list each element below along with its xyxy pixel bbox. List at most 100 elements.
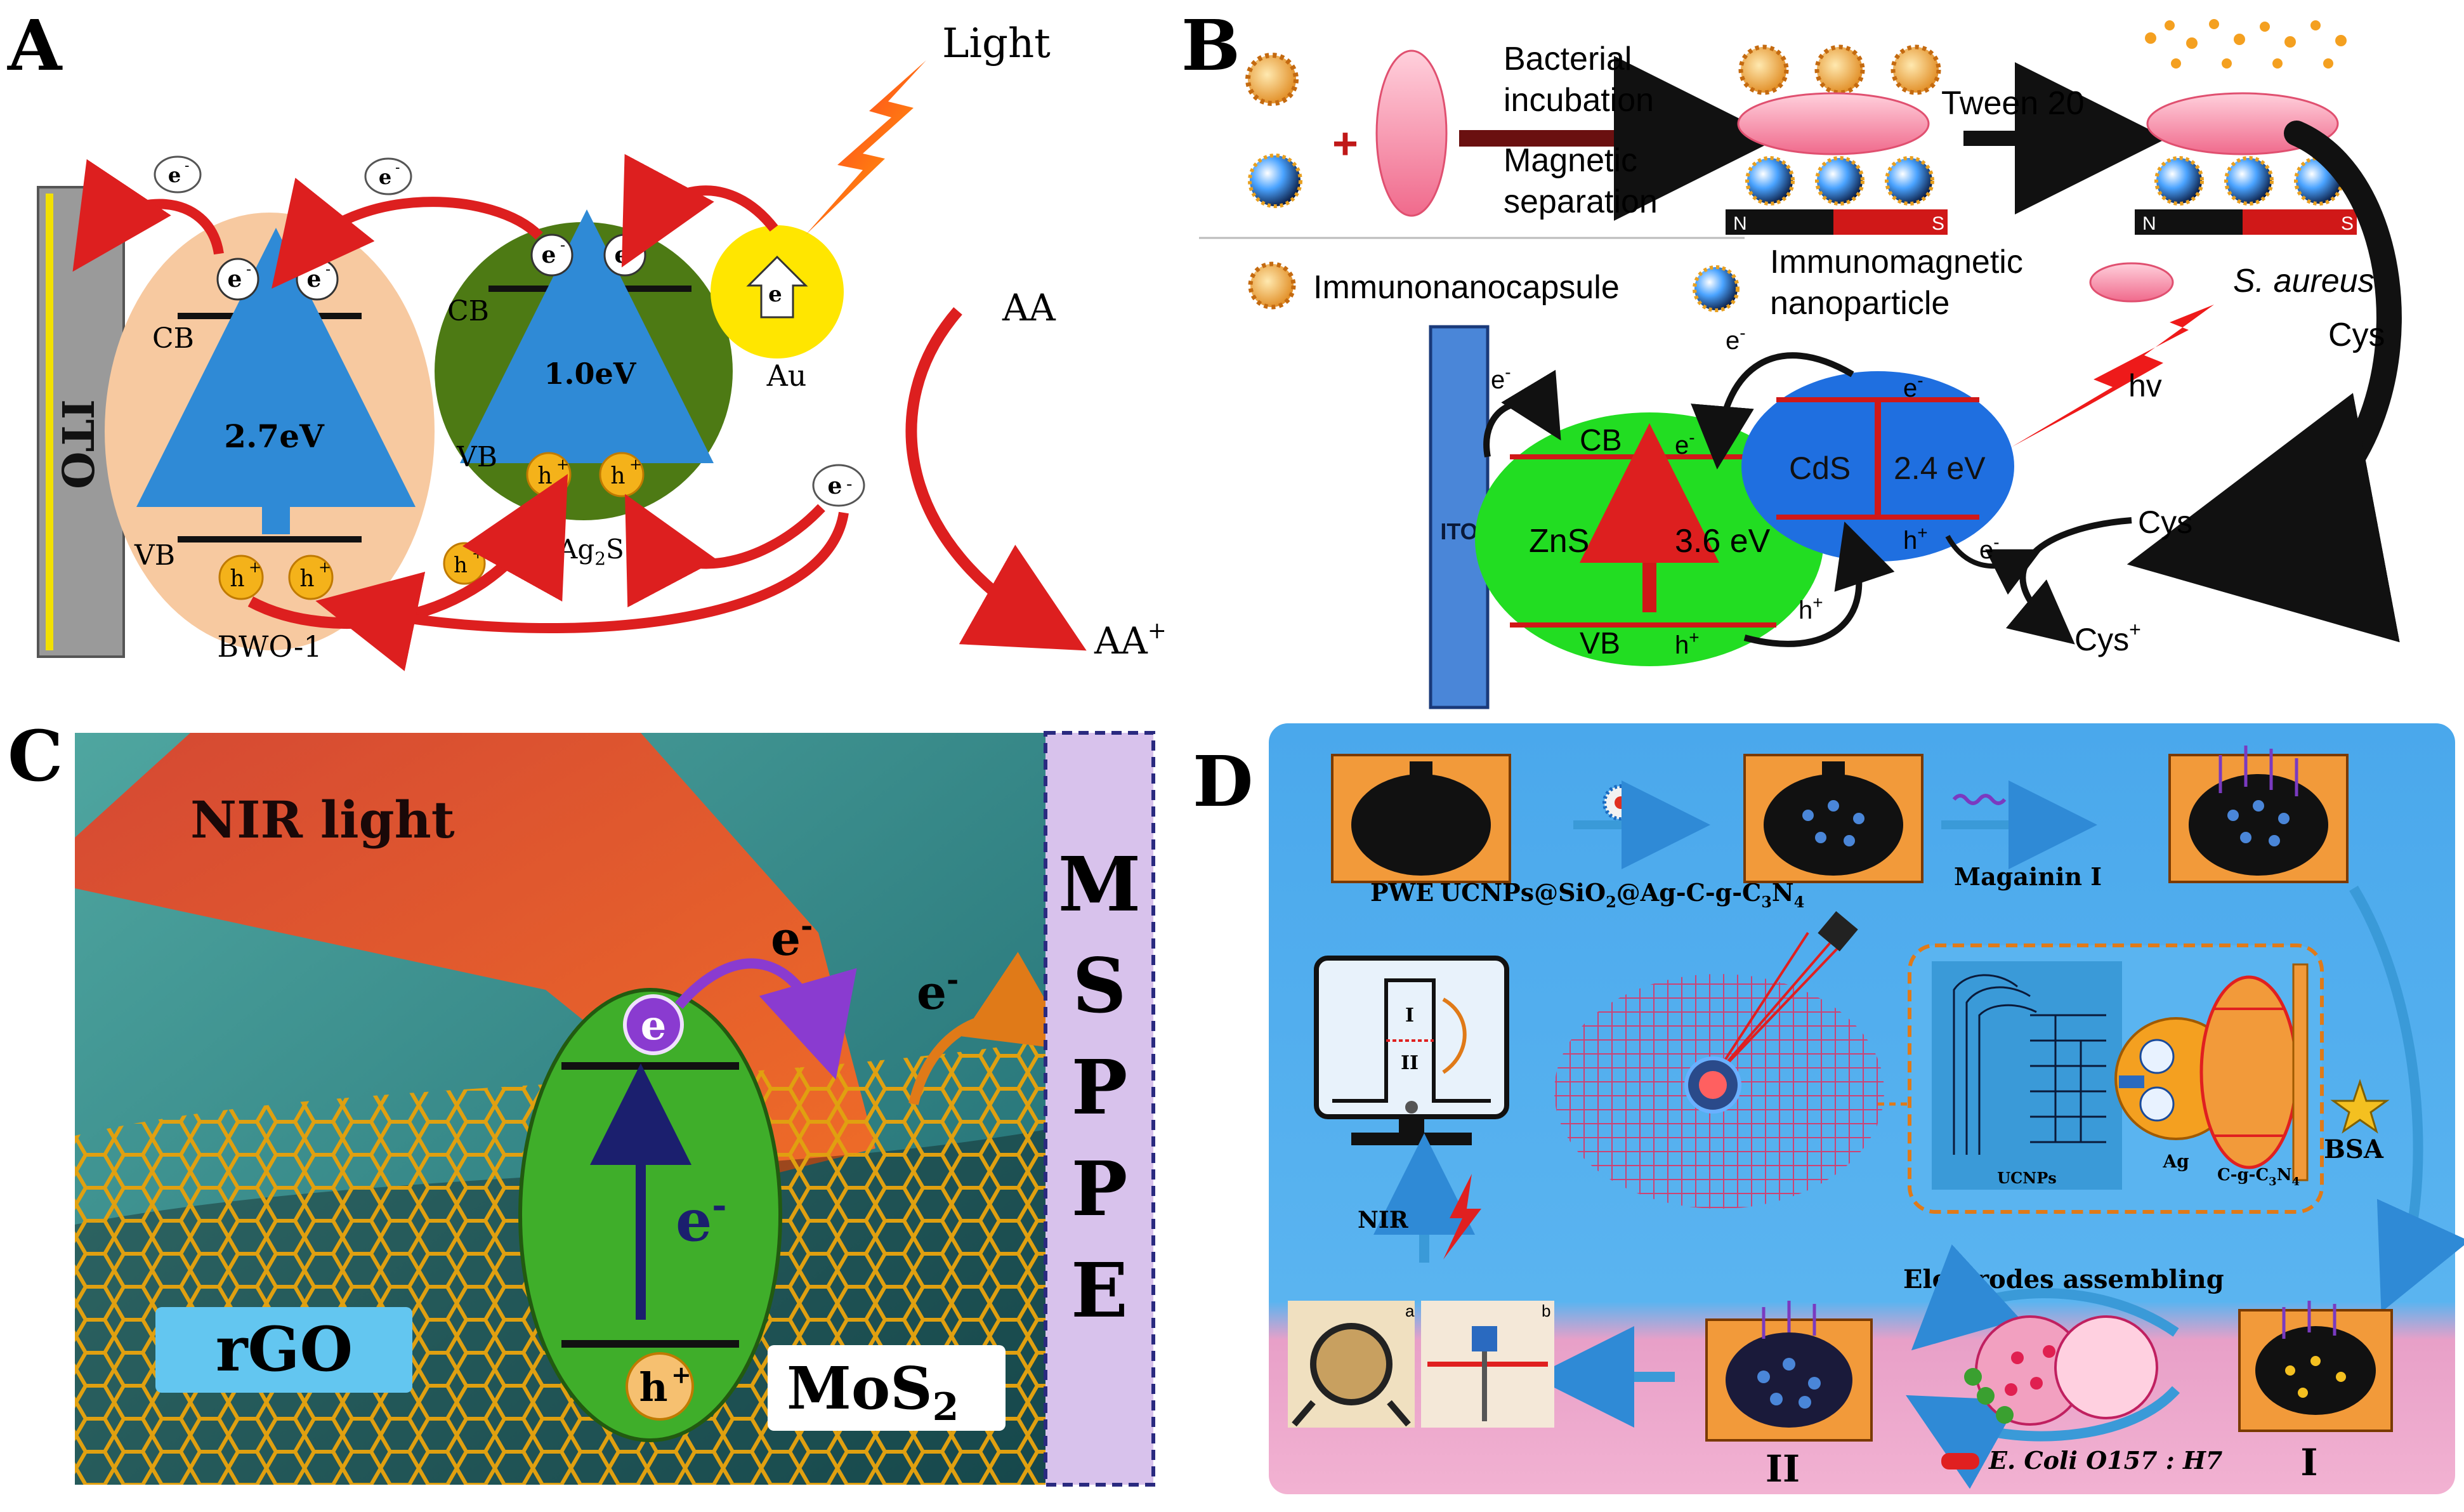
- monitor-state-ii: II: [1401, 1052, 1419, 1074]
- hv-bolt-icon: [2011, 305, 2214, 447]
- magainin-label: Magainin I: [1954, 862, 2102, 891]
- msppe-electrode: [1044, 731, 1155, 1487]
- assembly-arrow: [1906, 1386, 2180, 1489]
- transfer-electron: e -: [364, 157, 412, 195]
- svg-text:e: e: [542, 242, 556, 268]
- electrode-ii-label: II: [1766, 1447, 1800, 1490]
- mos2-vb-hole: h +: [626, 1352, 694, 1421]
- bsa-label: BSA: [2324, 1134, 2384, 1164]
- legend-bacteria-label: S. aureus: [2233, 263, 2375, 299]
- step-bacterial: Bacterial: [1504, 41, 1632, 77]
- device-photo-a: [1288, 1301, 1415, 1428]
- panel-letter: A: [7, 4, 63, 86]
- cys-plus-label: Cys+: [2074, 618, 2141, 657]
- panel-a: A ITO CB VB 2.7eV BWO-1 e - e - h +: [7, 4, 1167, 671]
- bound-complex: N S: [1726, 44, 1948, 235]
- svg-text:e: e: [615, 242, 629, 268]
- light-bolt-icon: [806, 60, 926, 235]
- bwo-vb-hole: h +: [218, 555, 264, 600]
- cgcn-band-structure: [2199, 975, 2298, 1169]
- cds-electron: e-: [1903, 371, 1923, 402]
- nir-bolt-icon: [1443, 1174, 1481, 1259]
- ucnp-energy-diagram: [1932, 961, 2122, 1190]
- nir-light-label: NIR light: [190, 790, 455, 850]
- svg-text:-: -: [395, 160, 400, 176]
- svg-text:e: e: [379, 165, 391, 189]
- rgo-label: rGO: [216, 1313, 353, 1385]
- assembly-arrow: [1911, 1244, 2179, 1351]
- panel-d: D PWE UCNPs@SiO2@Ag-C-g-C3N4 Magainin I: [1193, 723, 2464, 1494]
- electron-transfer-arrow: [1483, 369, 1561, 457]
- laser-beam: [1712, 931, 1854, 1080]
- cds-bandgap-label: 2.4 eV: [1894, 450, 1986, 486]
- svg-text:S: S: [1932, 213, 1944, 234]
- ag2s-bandgap-label: 1.0eV: [544, 357, 637, 391]
- legend-capsule-label: Immunonanocapsule: [1313, 269, 1620, 306]
- peptide-electrode: [2168, 746, 2349, 883]
- cds-label: CdS: [1789, 450, 1851, 486]
- ag2s-vb-label: VB: [456, 441, 497, 473]
- legend-magnetic-label-2: nanoparticle: [1770, 285, 1950, 322]
- bwo-cb-electron: e -: [296, 258, 339, 301]
- electrode-i-label: I: [2300, 1441, 2317, 1484]
- legend-bacteria-icon: [2089, 262, 2174, 303]
- cys-label: Cys: [2138, 504, 2192, 540]
- lspr-tag: [2119, 1075, 2144, 1088]
- ito-label: ITO: [51, 399, 102, 489]
- electron-transfer-arrow: [621, 154, 778, 268]
- ecoli-icon: [1941, 1453, 1979, 1469]
- mos2-cb-electron: e: [623, 994, 684, 1055]
- bwo-vb-hole: h +: [288, 555, 334, 600]
- au-label: Au: [766, 358, 807, 393]
- inset-ucnps-label: UCNPs: [1997, 1169, 2057, 1187]
- bwo-label: BWO-1: [217, 629, 322, 664]
- free-hole: h +: [443, 542, 486, 585]
- cds-hole: h+: [1903, 523, 1928, 555]
- hole-transfer-label: h+: [1799, 593, 1823, 624]
- electrode-electron-label: e-: [917, 963, 959, 1020]
- legend-magnetic-icon: [1693, 265, 1740, 312]
- msppe-letter: M: [1058, 840, 1141, 928]
- step-tween: Tween 20: [1941, 85, 2085, 122]
- zns-cb-label: CB: [1580, 424, 1622, 457]
- laser-beam: [1712, 931, 1809, 1080]
- svg-text:S: S: [2341, 213, 2354, 234]
- svg-text:e: e: [307, 266, 322, 293]
- rgo-label-box: [155, 1307, 412, 1393]
- bsa-blocking-arrow: [2349, 885, 2464, 1313]
- cys-electron: e-: [1979, 532, 2000, 564]
- svg-text:e: e: [168, 163, 181, 187]
- cys-electron-arrow: [1945, 535, 2042, 595]
- cys-release-label: Cys: [2328, 317, 2385, 353]
- bwo-cb-label: CB: [152, 322, 194, 355]
- svg-text:-: -: [246, 260, 251, 278]
- panel-c: C NIR light e- e h + e- e- rGO: [8, 715, 1155, 1487]
- magainin-peptide-icon: [1952, 794, 2007, 805]
- inset-ag-label: Ag: [2162, 1151, 2189, 1172]
- laser-source-icon: [1818, 911, 1858, 952]
- ag2s-cb-electron: e -: [530, 233, 573, 277]
- modified-electrode: [1743, 754, 1923, 883]
- ag2s-cb-label: CB: [447, 295, 489, 327]
- bacteria-cluster-icon: [1964, 1315, 2158, 1426]
- zns-bandgap-label: 3.6 eV: [1675, 523, 1771, 560]
- legend-magnetic-label-1: Immunomagnetic: [1770, 244, 2023, 280]
- ito-coating: [46, 194, 53, 650]
- electron-to-electrode-arrow: [908, 952, 1075, 1105]
- sandwich-electrode-ii: [1705, 1301, 1873, 1442]
- hv-label: hv: [2128, 368, 2162, 404]
- svg-text:h: h: [610, 463, 625, 489]
- svg-text:N: N: [1733, 213, 1747, 234]
- laser-beam: [1712, 938, 1835, 1080]
- ag2s-vb-hole: h +: [599, 452, 645, 497]
- nanoparticle-core-icon: [1699, 1071, 1727, 1099]
- mos2-label: MoS2: [787, 1354, 959, 1430]
- svg-text:+: +: [629, 456, 642, 473]
- svg-text:e: e: [828, 473, 842, 499]
- device-photo-b: [1421, 1301, 1554, 1428]
- immunonanocapsule-icon: [1245, 53, 1299, 106]
- ito-label: ITO: [1440, 518, 1478, 544]
- transfer-electron-label: e-: [771, 909, 813, 966]
- svg-text:-: -: [325, 260, 331, 278]
